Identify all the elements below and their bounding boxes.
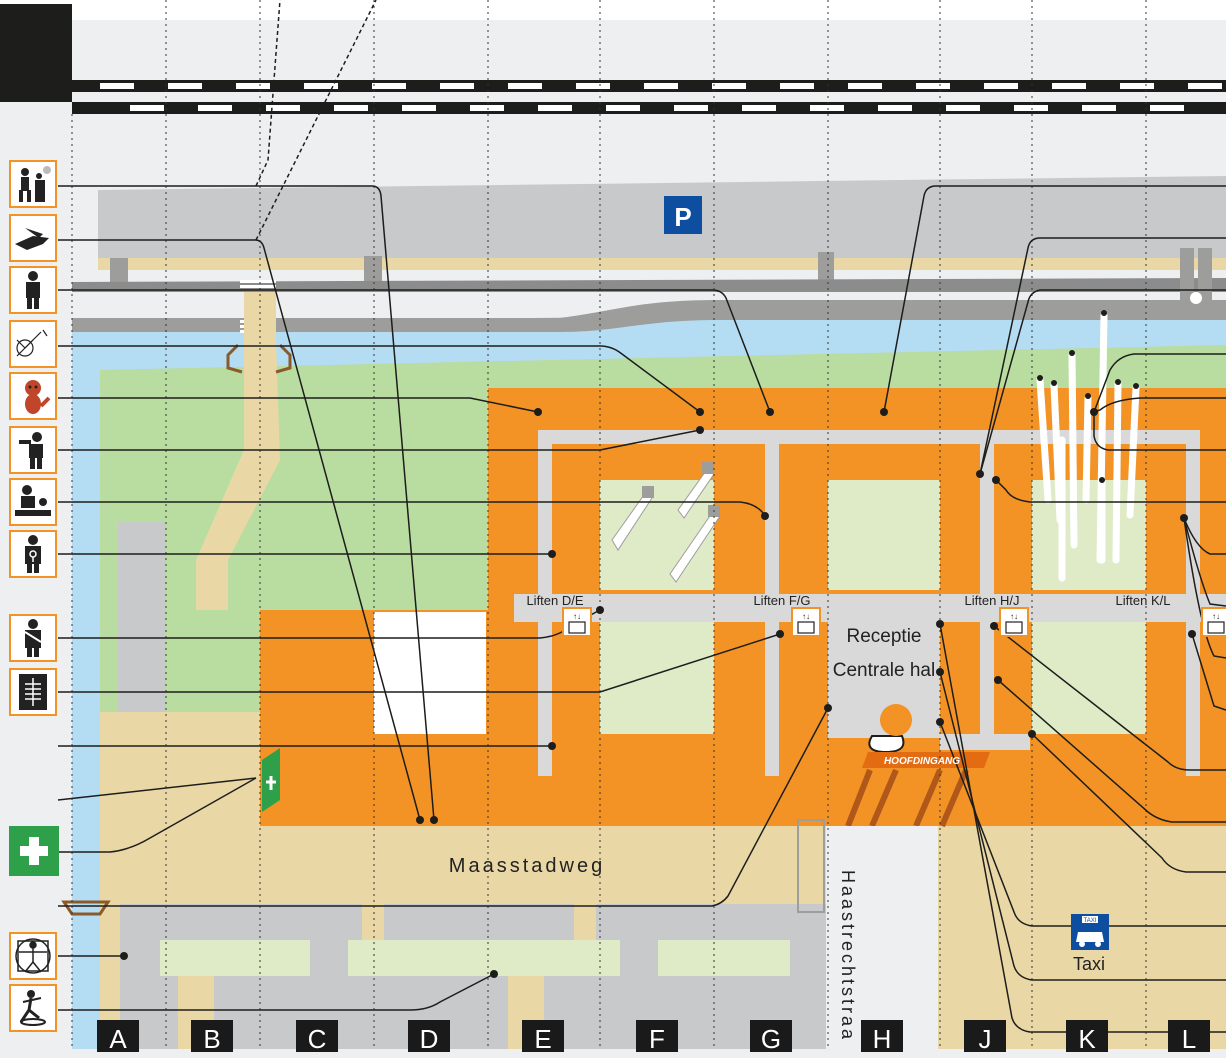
- top-left-block: [0, 4, 72, 102]
- elevator-icon: ↑↓: [1201, 607, 1226, 637]
- emergency-exit-icon: [262, 748, 280, 812]
- taxi-label: Taxi: [1073, 954, 1105, 974]
- dandelion-icon[interactable]: [9, 320, 57, 368]
- svg-text:↑↓: ↑↓: [1212, 612, 1220, 621]
- first-aid-icon[interactable]: [9, 826, 59, 876]
- svg-text:↑↓: ↑↓: [1010, 612, 1018, 621]
- grid-column-h: H: [861, 1020, 903, 1054]
- grid-column-c: C: [296, 1020, 338, 1054]
- grid-column-a: A: [97, 1020, 139, 1054]
- dancer-icon[interactable]: [9, 984, 57, 1032]
- leader-dots: [120, 408, 1196, 978]
- bamboo-sculpture: [1036, 311, 1140, 582]
- footpath: [196, 292, 280, 610]
- elevator-label-fg: Liften F/G: [753, 593, 810, 608]
- svg-text:↑↓: ↑↓: [573, 612, 581, 621]
- vitruvian-man-icon[interactable]: [9, 932, 57, 980]
- road: [72, 278, 1226, 292]
- grid-lines: [71, 0, 1147, 1049]
- grid-column-b: B: [191, 1020, 233, 1054]
- street-name-maasstadweg: Maasstadweg: [449, 855, 605, 877]
- leader-lines: [57, 185, 1226, 1033]
- reception-label: Receptie: [847, 626, 922, 647]
- svg-text:↑↓: ↑↓: [802, 612, 810, 621]
- female-doctor-icon[interactable]: [9, 530, 57, 578]
- grid-column-k: K: [1066, 1020, 1108, 1054]
- grid-column-g: G: [750, 1020, 792, 1054]
- entrance-label: HOOFDINGANG: [884, 756, 960, 767]
- injury-icon[interactable]: [9, 426, 57, 474]
- railway: [72, 80, 1226, 114]
- glass-sculpture: [611, 467, 721, 583]
- grid-column-d: D: [408, 1020, 450, 1054]
- red-panda-icon[interactable]: [9, 372, 57, 420]
- hand-care-icon[interactable]: [9, 214, 57, 262]
- parking-sign: [664, 196, 702, 234]
- grid-column-j: J: [964, 1020, 1006, 1054]
- parking-label: P: [674, 202, 691, 232]
- elevator-icon: ↑↓: [562, 607, 592, 637]
- grid-column-f: F: [636, 1020, 678, 1054]
- parking-area: [98, 176, 1226, 258]
- family-icon[interactable]: [9, 266, 57, 314]
- arm-sling-icon[interactable]: [9, 614, 57, 662]
- elevator-icon: ↑↓: [999, 607, 1029, 637]
- grid-column-e: E: [522, 1020, 564, 1054]
- xray-icon[interactable]: [9, 668, 57, 716]
- grid-column-l: L: [1168, 1020, 1210, 1054]
- taxi-icon: TAXI: [1071, 914, 1109, 950]
- clinic-waiting-icon[interactable]: [9, 160, 57, 208]
- svg-text:TAXI: TAXI: [1084, 918, 1097, 924]
- elevator-icon: ↑↓: [791, 607, 821, 637]
- elevator-label-kl: Liften K/L: [1116, 593, 1171, 608]
- central-hall-label: Centrale hal: [833, 660, 935, 681]
- elevator-label-hj: Liften H/J: [965, 593, 1020, 608]
- elevator-label-de: Liften D/E: [526, 593, 583, 608]
- road: [72, 300, 1226, 332]
- treatment-icon[interactable]: [9, 478, 57, 526]
- street-name-haastrechtstraat: Haastrechtstraa: [838, 870, 858, 1042]
